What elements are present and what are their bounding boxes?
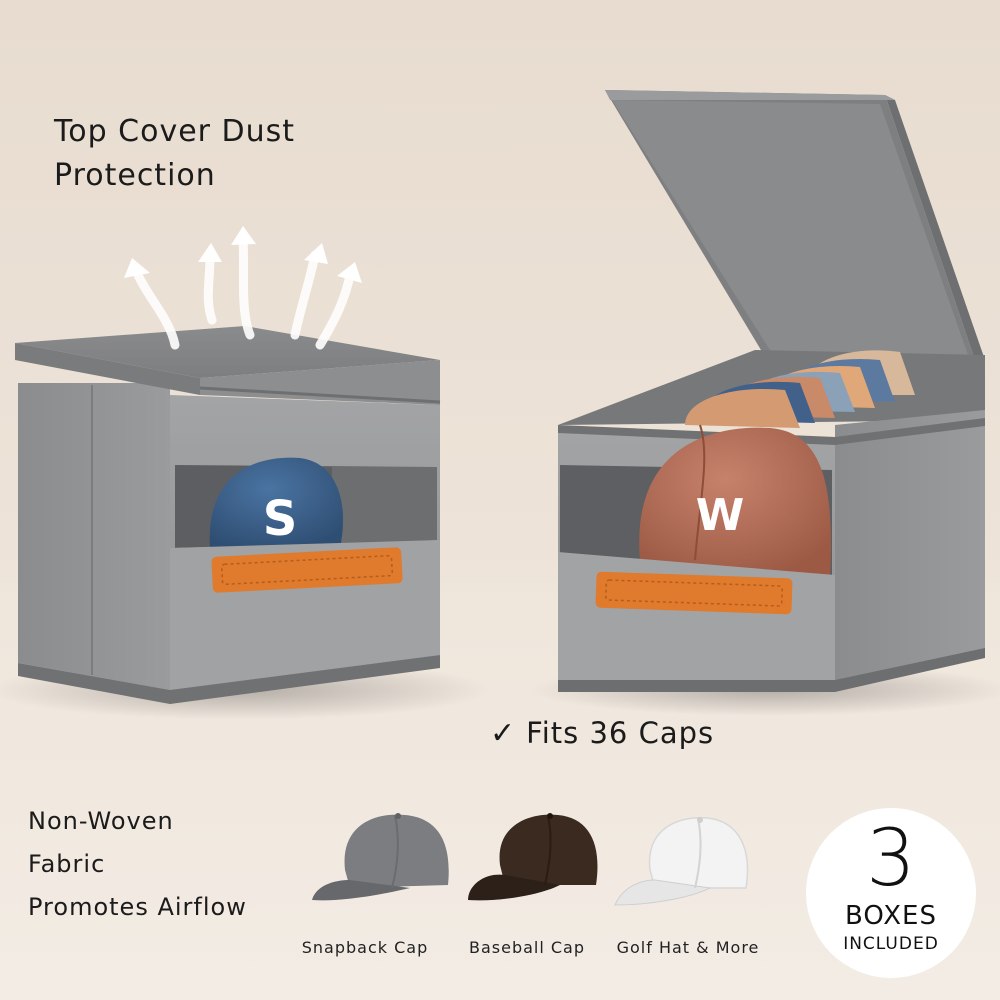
- cap-blue: [209, 457, 344, 548]
- airflow-line-2: Fabric: [28, 850, 106, 878]
- snapback-cap-icon: [312, 813, 449, 901]
- cap-label-snapback: Snapback Cap: [301, 938, 429, 957]
- box-lid: [15, 326, 440, 378]
- headline-line-2: Protection: [54, 158, 216, 193]
- cap-letter: S: [263, 491, 298, 547]
- headline: Top Cover Dust Protection: [54, 110, 295, 198]
- badge-line-1: BOXES: [845, 901, 937, 931]
- airflow-line-1: Non-Woven: [28, 807, 174, 835]
- badge-line-2: INCLUDED: [843, 934, 939, 954]
- badge-number: 3: [866, 814, 916, 904]
- box-side-panel: [835, 410, 985, 690]
- cap-rust: [639, 427, 831, 575]
- airflow-description: Non-Woven Fabric Promotes Airflow: [28, 800, 247, 929]
- orange-handle: [595, 571, 793, 615]
- cap-label-baseball: Baseball Cap: [468, 938, 586, 957]
- box-side-panel: [18, 383, 170, 690]
- check-icon: ✓: [490, 716, 517, 751]
- cap-label-golf: Golf Hat & More: [616, 938, 760, 957]
- cap-letter: W: [696, 490, 745, 541]
- boxes-included-badge: 3 BOXES INCLUDED: [806, 808, 976, 978]
- airflow-arrows: [133, 235, 355, 350]
- orange-handle: [211, 547, 403, 593]
- fits-caps-label: ✓ Fits 36 Caps: [490, 716, 714, 751]
- caps-stack: [685, 350, 915, 428]
- fits-caps-text: Fits 36 Caps: [526, 716, 715, 750]
- arrow-heads: [124, 226, 362, 283]
- baseball-cap-icon: [468, 813, 598, 901]
- open-box: W: [558, 90, 985, 692]
- golf-hat-icon: [614, 816, 749, 906]
- airflow-line-3: Promotes Airflow: [28, 893, 247, 921]
- closed-box: S: [15, 326, 441, 704]
- headline-line-1: Top Cover Dust: [54, 114, 296, 149]
